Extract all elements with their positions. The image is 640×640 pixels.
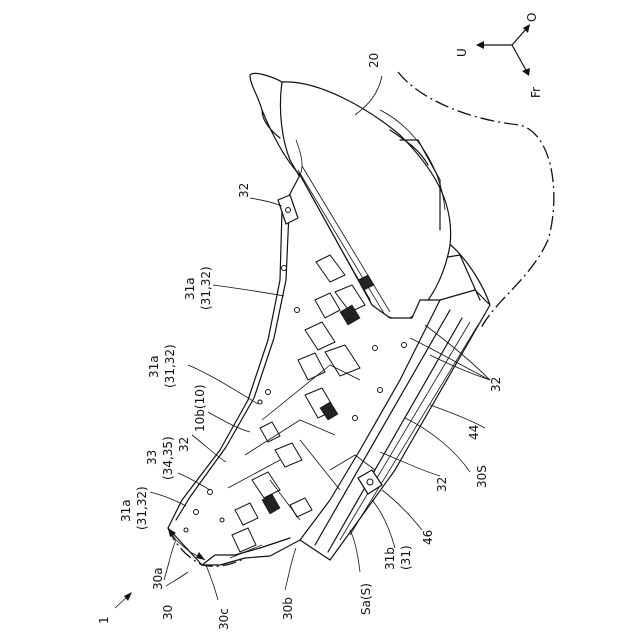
label-10b: 10b(10)	[193, 384, 207, 432]
label-3132-a: (31,32)	[199, 266, 213, 310]
compass-outer-label: O	[525, 13, 539, 22]
label-3132-c: (31,32)	[135, 486, 149, 530]
label-31a-b: 31a	[147, 355, 161, 378]
label-31b: 31b	[383, 547, 397, 570]
label-32-mid: 32	[177, 437, 191, 452]
label-30: 30	[161, 605, 175, 620]
label-31a-a: 31a	[183, 277, 197, 300]
label-30S: 30S	[475, 465, 489, 488]
label-44: 44	[467, 425, 481, 440]
label-30b: 30b	[281, 597, 295, 620]
orientation-compass: U O Fr	[455, 13, 543, 98]
label-3435: (34,35)	[161, 436, 175, 480]
label-32-top: 32	[237, 183, 251, 198]
label-46: 46	[421, 530, 435, 545]
label-32-right: 32	[489, 377, 503, 392]
label-20: 20	[367, 53, 381, 68]
label-3132-b: (31,32)	[163, 344, 177, 388]
compass-up-label: U	[455, 48, 469, 57]
label-32-low: 32	[435, 477, 449, 492]
label-30c: 30c	[217, 608, 231, 630]
label-Sa: Sa(S)	[359, 583, 373, 615]
compass-front-label: Fr	[529, 87, 543, 98]
label-31a-c: 31a	[119, 499, 133, 522]
label-31: (31)	[399, 545, 413, 570]
label-33: 33	[145, 450, 159, 465]
label-1: 1	[97, 616, 111, 624]
label-30a: 30a	[151, 567, 165, 590]
